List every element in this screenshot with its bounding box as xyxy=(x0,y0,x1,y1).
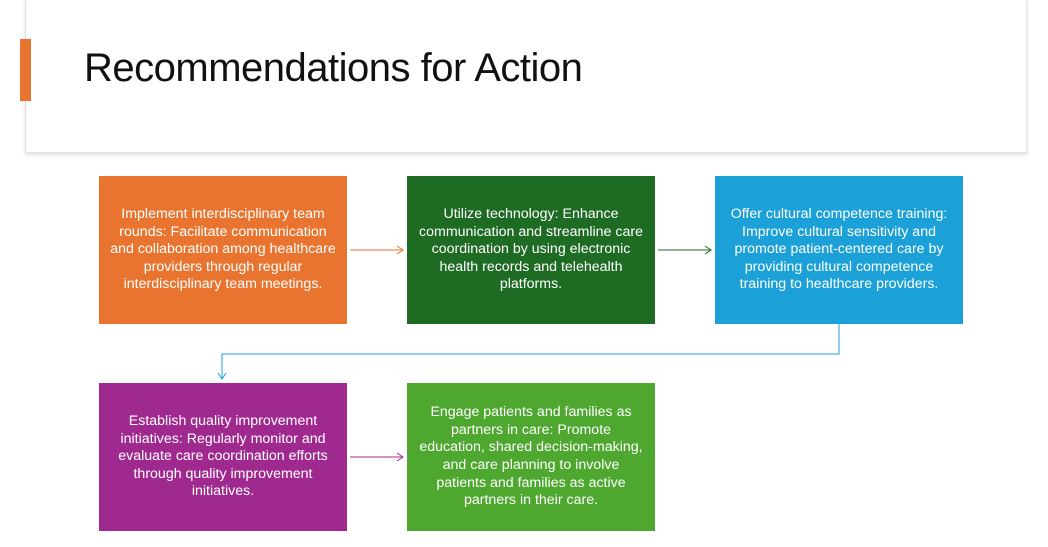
arrow-1-to-2 xyxy=(350,245,404,255)
title-accent-bar xyxy=(20,39,31,101)
arrow-2-to-3 xyxy=(658,245,712,255)
slide-title: Recommendations for Action xyxy=(84,46,583,90)
step-box-engage-patients: Engage patients and families as partners… xyxy=(407,383,655,531)
step-text: Establish quality improvement initiative… xyxy=(118,413,328,500)
step-text: Engage patients and families as partners… xyxy=(419,404,643,509)
arrow-4-to-5 xyxy=(350,452,404,462)
step-text: Utilize technology: Enhance communicatio… xyxy=(419,206,643,293)
step-box-quality-improvement: Establish quality improvement initiative… xyxy=(99,383,347,531)
step-text: Offer cultural competence training: Impr… xyxy=(730,206,948,293)
step-box-technology: Utilize technology: Enhance communicatio… xyxy=(407,176,655,324)
step-box-team-rounds: Implement interdisciplinary team rounds:… xyxy=(99,176,347,324)
step-box-cultural-training: Offer cultural competence training: Impr… xyxy=(715,176,963,324)
step-text: Implement interdisciplinary team rounds:… xyxy=(110,206,336,293)
title-panel xyxy=(25,0,1027,153)
arrow-3-to-4 xyxy=(217,324,840,380)
